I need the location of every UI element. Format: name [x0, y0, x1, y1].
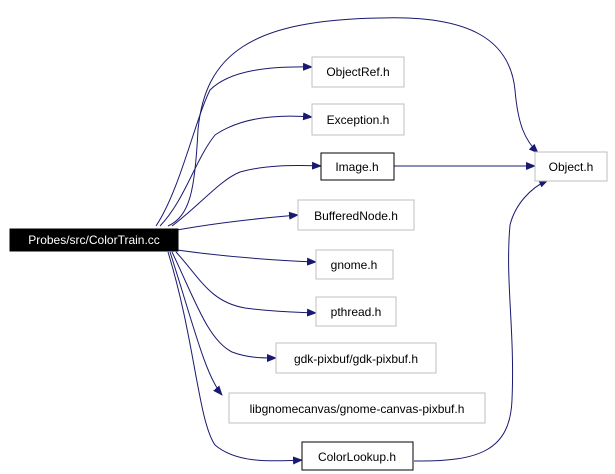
node-label-image: Image.h [335, 160, 378, 174]
node-root[interactable]: Probes/src/ColorTrain.cc [9, 228, 179, 252]
node-label-object: Object.h [549, 160, 594, 174]
node-label-colorlookup: ColorLookup.h [318, 450, 396, 464]
node-colorlookup[interactable]: ColorLookup.h [301, 441, 414, 471]
edge-root-to-image [171, 161, 322, 227]
node-gnome[interactable]: gnome.h [315, 249, 394, 280]
edge-root-to-gdkpixbuf [171, 251, 277, 362]
node-pthread[interactable]: pthread.h [315, 296, 397, 327]
node-bufferednode[interactable]: BufferedNode.h [297, 199, 415, 231]
edge-root-to-gnome [176, 249, 317, 266]
node-object[interactable]: Object.h [534, 151, 608, 182]
node-label-bufferednode: BufferedNode.h [314, 209, 398, 223]
node-gdkpixbuf[interactable]: gdk-pixbuf/gdk-pixbuf.h [275, 342, 437, 374]
node-label-root: Probes/src/ColorTrain.cc [28, 233, 160, 247]
node-label-canvaspixbuf: libgnomecanvas/gnome-canvas-pixbuf.h [250, 402, 465, 416]
node-label-objectref: ObjectRef.h [326, 65, 389, 79]
edge-root-to-objectref [155, 62, 313, 227]
edge-root-to-pthread [175, 251, 317, 317]
node-label-exception: Exception.h [327, 113, 390, 127]
node-label-gnome: gnome.h [331, 258, 378, 272]
node-objectref[interactable]: ObjectRef.h [311, 56, 405, 88]
node-label-gdkpixbuf: gdk-pixbuf/gdk-pixbuf.h [294, 352, 418, 366]
edge-root-to-bufferednode [176, 211, 299, 231]
node-label-pthread: pthread.h [331, 305, 382, 319]
edge-root-to-exception [159, 112, 313, 227]
edge-root-to-object [167, 17, 539, 227]
node-canvaspixbuf[interactable]: libgnomecanvas/gnome-canvas-pixbuf.h [228, 392, 486, 424]
edge-colorlookup-to-object [413, 179, 549, 462]
node-exception[interactable]: Exception.h [311, 103, 405, 136]
node-image[interactable]: Image.h [320, 152, 395, 181]
edge-root-to-canvaspixbuf [169, 251, 223, 396]
edge-root-to-colorlookup [167, 251, 303, 465]
